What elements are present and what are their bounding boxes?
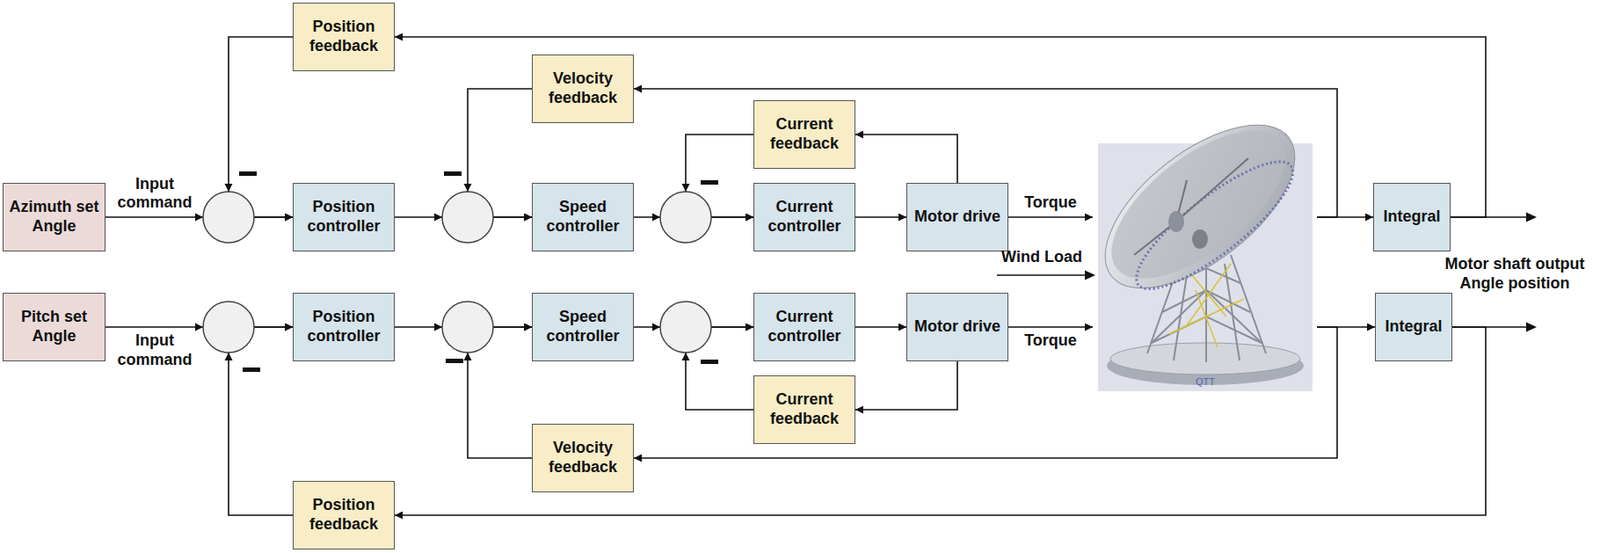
node-text: Position feedback bbox=[298, 17, 389, 56]
process-box: Position controller bbox=[292, 292, 395, 362]
process-box: Motor drive bbox=[906, 182, 1009, 252]
feedback-box: Current feedback bbox=[753, 100, 856, 169]
signal-arrow bbox=[855, 134, 958, 183]
signal-arrow bbox=[855, 361, 958, 410]
feedback-box: Velocity feedback bbox=[531, 54, 634, 124]
output-label: Motor shaft output Angle position bbox=[1434, 254, 1595, 293]
process-box: Integral bbox=[1374, 292, 1453, 362]
node-text: Position controller bbox=[298, 197, 389, 236]
minus-sign bbox=[700, 180, 719, 185]
process-box: Position controller bbox=[292, 182, 395, 252]
signal-arrow bbox=[1008, 216, 1093, 219]
node-text: Azimuth set Angle bbox=[8, 197, 100, 236]
feedback-box: Position feedback bbox=[292, 2, 395, 72]
node-text: Integral bbox=[1382, 207, 1440, 227]
node-text: Motor drive bbox=[914, 317, 1001, 337]
signal-arrow bbox=[228, 327, 293, 516]
feedback-box: Velocity feedback bbox=[531, 423, 634, 493]
signal-arrow bbox=[855, 326, 907, 328]
node-text: Position feedback bbox=[298, 495, 389, 534]
minus-sign bbox=[445, 358, 464, 364]
node-text: Current feedback bbox=[759, 390, 850, 429]
input-box: Azimuth set Angle bbox=[2, 182, 106, 252]
node-text: Position controller bbox=[298, 307, 389, 346]
process-box: Motor drive bbox=[906, 292, 1009, 362]
edge-label: Input command bbox=[110, 331, 199, 370]
minus-sign bbox=[443, 171, 462, 176]
node-text: Current controller bbox=[759, 307, 850, 346]
node-text: Speed controller bbox=[538, 197, 628, 236]
signal-arrow bbox=[1008, 326, 1093, 328]
disturbance-label: Wind Load bbox=[993, 247, 1091, 268]
edge-label: Input command bbox=[110, 174, 199, 213]
node-text: Integral bbox=[1384, 317, 1442, 337]
input-box: Pitch set Angle bbox=[2, 292, 106, 362]
minus-sign bbox=[242, 367, 261, 372]
feedback-box: Position feedback bbox=[292, 480, 395, 550]
process-box: Current controller bbox=[753, 182, 856, 252]
edge-label: Torque bbox=[1006, 193, 1095, 213]
process-box: Current controller bbox=[753, 292, 856, 362]
minus-sign bbox=[700, 359, 719, 364]
node-text: Motor drive bbox=[914, 207, 1001, 227]
signal-arrow bbox=[228, 36, 293, 218]
minus-sign bbox=[239, 171, 257, 176]
process-box: Speed controller bbox=[531, 182, 634, 252]
node-text: Pitch set Angle bbox=[8, 307, 100, 346]
node-text: Velocity feedback bbox=[538, 69, 628, 108]
antenna-picture: QTT bbox=[1098, 143, 1313, 392]
signal-arrow bbox=[855, 216, 907, 219]
feedback-box: Current feedback bbox=[753, 375, 856, 444]
process-box: Speed controller bbox=[531, 292, 634, 362]
process-box: Integral bbox=[1373, 182, 1451, 252]
node-text: Velocity feedback bbox=[538, 438, 628, 477]
node-text: QTT bbox=[1195, 376, 1215, 388]
edge-label: Torque bbox=[1006, 331, 1095, 351]
node-text: Speed controller bbox=[538, 307, 628, 346]
node-text: Current feedback bbox=[759, 115, 850, 153]
node-text: Current controller bbox=[759, 197, 850, 236]
